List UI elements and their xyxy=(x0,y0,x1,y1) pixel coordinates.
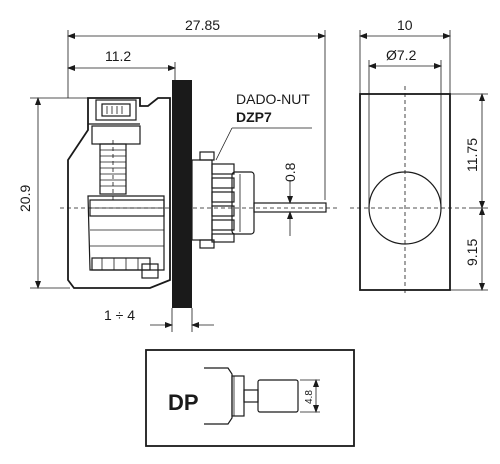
dp-label: DP xyxy=(168,390,199,415)
knob-body-section xyxy=(67,97,171,289)
nut-code-label: DZP7 xyxy=(236,109,272,125)
mounting-panel xyxy=(172,80,192,308)
shaft-dim-label: 0.8 xyxy=(282,162,298,182)
hole-diameter-dimension: Ø7.2 xyxy=(368,47,442,208)
total-height-dimension: 20.9 xyxy=(17,97,88,289)
dp-detail-box: DP 4.8 xyxy=(145,349,355,447)
body-length-label: 11.2 xyxy=(105,48,131,64)
total-height-label: 20.9 xyxy=(17,185,33,212)
nut-fins xyxy=(211,163,235,243)
side-width-label: 10 xyxy=(397,17,413,33)
hole-diameter-label: Ø7.2 xyxy=(386,47,417,63)
overall-length-dimension: 27.85 xyxy=(67,17,326,200)
upper-height-dimension: 11.75 xyxy=(450,93,488,209)
panel-range-dimension: 1 ÷ 4 xyxy=(104,307,214,332)
body-length-dimension: 11.2 xyxy=(67,48,176,82)
lower-height-dimension: 9.15 xyxy=(450,207,488,291)
upper-height-label: 11.75 xyxy=(464,138,480,172)
overall-length-label: 27.85 xyxy=(185,17,220,33)
dado-nut-assembly xyxy=(60,151,340,249)
side-view xyxy=(350,86,470,296)
nut-callout: DADO-NUT DZP7 xyxy=(215,91,312,161)
side-width-dimension: 10 xyxy=(359,17,451,94)
dp-dim-label: 4.8 xyxy=(304,390,315,404)
shaft-dimension: 0.8 xyxy=(282,162,298,236)
panel-range-label: 1 ÷ 4 xyxy=(104,307,135,323)
lower-height-label: 9.15 xyxy=(464,239,480,266)
nut-name-label: DADO-NUT xyxy=(236,91,310,107)
